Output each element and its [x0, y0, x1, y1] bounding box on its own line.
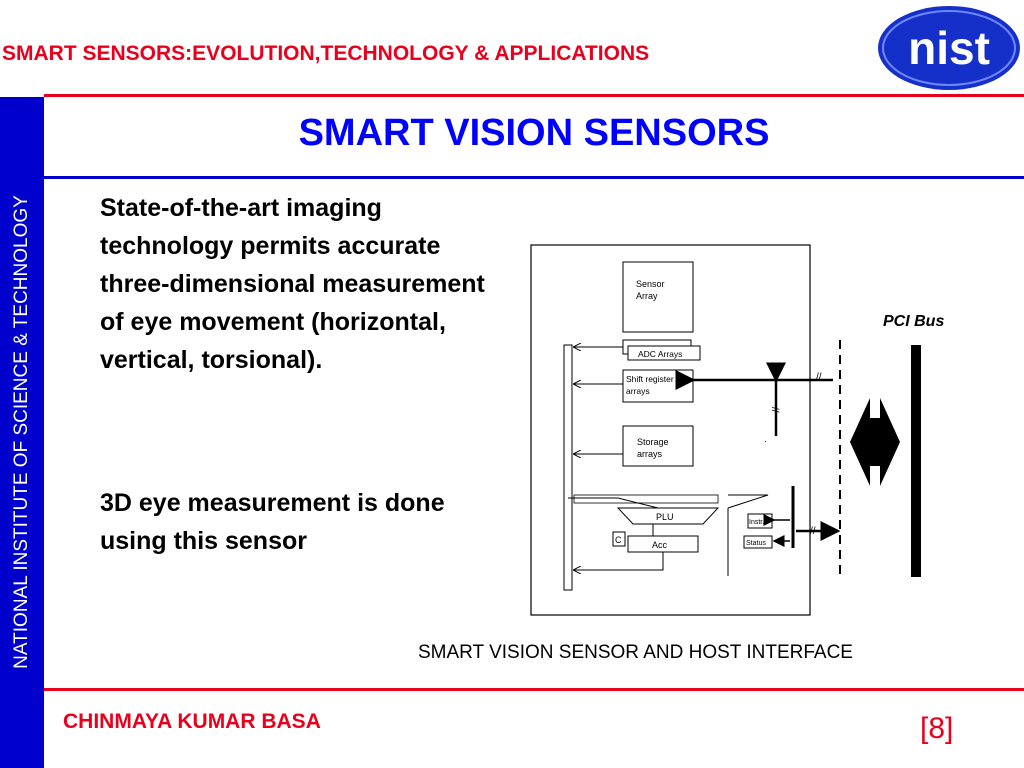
acc-label: Acc: [652, 540, 668, 550]
svg-text:arrays: arrays: [637, 449, 663, 459]
pci-bus-label: PCI Bus: [883, 313, 944, 330]
nist-logo: nist: [878, 6, 1020, 90]
storage-arrays-block: [622, 425, 694, 467]
internal-bus: [563, 344, 573, 591]
adc-arrays-label: ADC Arrays: [638, 349, 682, 359]
c-block: [612, 531, 626, 547]
logo-text: nist: [908, 22, 990, 74]
svg-text://: //: [810, 526, 816, 537]
adc-arrays-block: [627, 345, 701, 361]
svg-text://: //: [816, 372, 822, 383]
footer-divider: [44, 688, 1024, 691]
title-divider: [44, 176, 1024, 179]
bullet-text: 3D eye measurement is done using this se…: [100, 489, 445, 555]
sensor-array-block: [622, 261, 694, 333]
c-label: C: [615, 535, 622, 545]
vision-sensor-diagram: Sensor Array ADC Arrays Shift register a…: [530, 244, 944, 616]
plu-block: [616, 507, 720, 525]
svg-text:arrays: arrays: [626, 386, 650, 396]
status-label: Status: [746, 540, 766, 547]
pci-bus-bar: [911, 345, 921, 577]
svg-text:·: ·: [764, 436, 767, 446]
shift-register-label: Shift register: [626, 374, 674, 384]
sidebar-band: [0, 97, 44, 768]
bidirectional-arrow: [850, 398, 900, 486]
header-divider: [44, 94, 1024, 97]
slide-title: SMART VISION SENSORS: [298, 112, 770, 154]
page-number: [8]: [920, 712, 954, 745]
sidebar-institute-name: NATIONAL INSTITUTE OF SCIENCE & TECHNOLO…: [11, 195, 32, 669]
storage-arrays-label: Storage: [637, 437, 669, 447]
instr-label: Instr.: [749, 519, 764, 526]
sensor-array-label: Sensor: [636, 279, 665, 289]
bullet-text: State-of-the-art imaging technology perm…: [100, 194, 485, 374]
status-block: [743, 535, 773, 549]
svg-text://: //: [769, 407, 780, 413]
plu-label: PLU: [656, 512, 674, 522]
author-name: CHINMAYA KUMAR BASA: [63, 710, 321, 733]
svg-text:Array: Array: [636, 291, 658, 301]
diagram-caption: SMART VISION SENSOR AND HOST INTERFACE: [418, 642, 853, 663]
header-title: SMART SENSORS:EVOLUTION,TECHNOLOGY & APP…: [2, 42, 650, 65]
